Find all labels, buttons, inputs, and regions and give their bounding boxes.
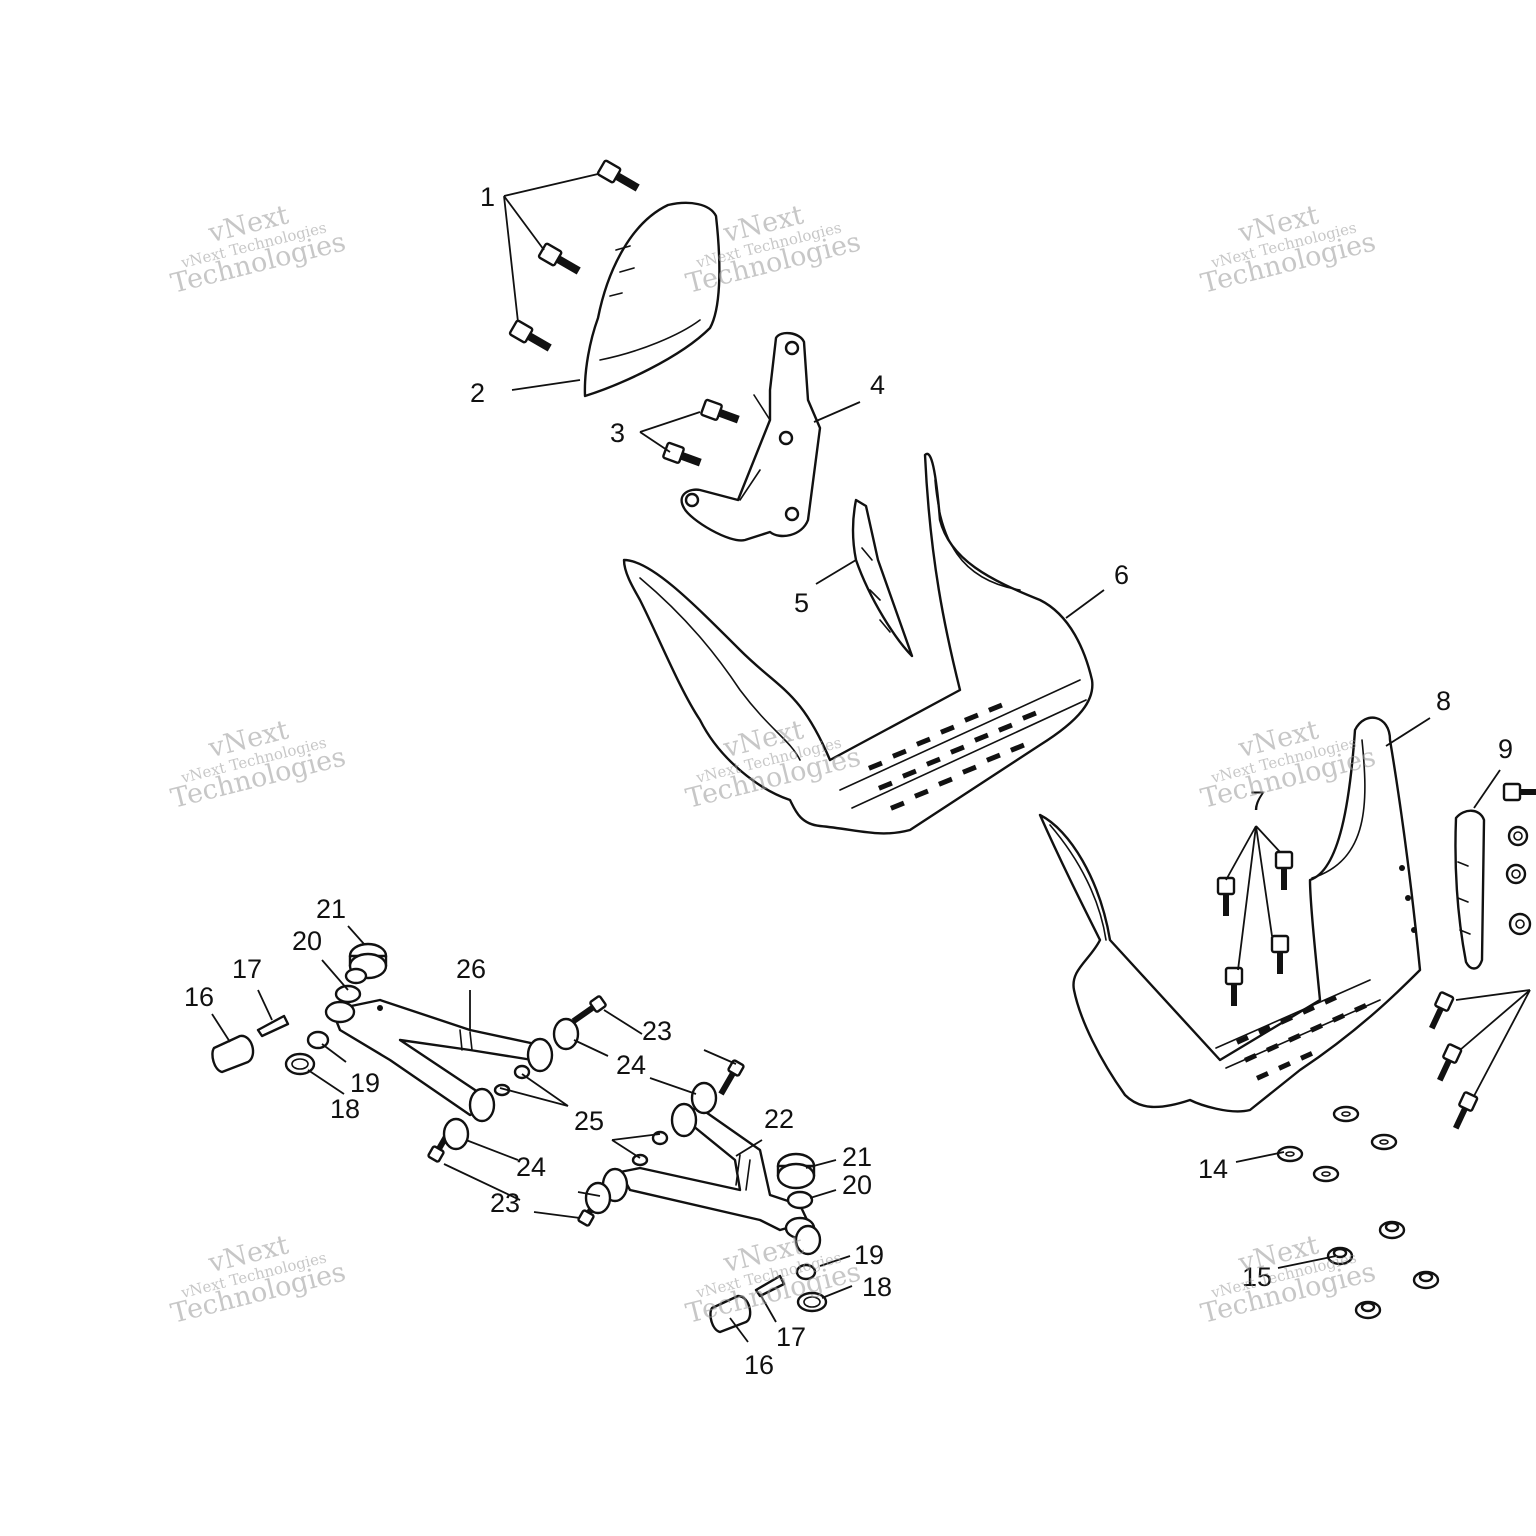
watermark: vNext vNext Technologies Technologies	[683, 1229, 864, 1329]
callout-23-upper: 23	[642, 1016, 672, 1046]
callout-5: 5	[794, 588, 809, 618]
watermark: vNext vNext Technologies Technologies	[168, 199, 349, 299]
part-26-upper-a-arm	[324, 998, 554, 1123]
side-screws	[1429, 991, 1479, 1130]
callout-25: 25	[574, 1106, 604, 1136]
callout-9: 9	[1498, 734, 1513, 764]
lower-right-hardware	[709, 1152, 828, 1334]
part-2-panel	[583, 201, 721, 398]
part-15-nuts	[1326, 1220, 1440, 1320]
callout-7: 7	[1250, 786, 1265, 816]
callout-1: 1	[480, 182, 495, 212]
part-14-washers	[1276, 1105, 1398, 1183]
callout-24-lower: 24	[516, 1152, 546, 1182]
callout-16-upper: 16	[184, 982, 214, 1012]
part-5-decal	[851, 498, 914, 658]
callout-26: 26	[456, 954, 486, 984]
watermark: vNext vNext Technologies Technologies	[1198, 199, 1379, 299]
footwell-right-tread	[1236, 995, 1367, 1081]
callout-17-lower: 17	[776, 1322, 806, 1352]
callout-2: 2	[470, 378, 485, 408]
part-3-bolts	[662, 398, 740, 467]
callout-18-upper: 18	[330, 1094, 360, 1124]
callout-20-lower: 20	[842, 1170, 872, 1200]
callout-14: 14	[1198, 1154, 1228, 1184]
callout-21-lower: 21	[842, 1142, 872, 1172]
part-7-screws	[1216, 850, 1294, 1006]
callout-3: 3	[610, 418, 625, 448]
callout-15: 15	[1242, 1262, 1272, 1292]
part-1-bolts	[508, 159, 640, 352]
callout-24-upper: 24	[616, 1050, 646, 1080]
callout-23-lower: 23	[490, 1188, 520, 1218]
callout-20-upper: 20	[292, 926, 322, 956]
watermark: vNext vNext Technologies Technologies	[1198, 1229, 1379, 1329]
callout-18-lower: 18	[862, 1272, 892, 1302]
part-6-footwell-left	[622, 452, 1094, 835]
part-4-bracket	[680, 331, 822, 542]
part-9-side-trim	[1454, 782, 1536, 970]
callout-8: 8	[1436, 686, 1451, 716]
part-8-footwell-right	[1038, 716, 1422, 1113]
callout-17-upper: 17	[232, 954, 262, 984]
callout-6: 6	[1114, 560, 1129, 590]
leader-lines	[211, 173, 1531, 1343]
arm-bolts-bushings	[427, 995, 745, 1227]
upper-left-hardware	[211, 942, 388, 1076]
callout-19-lower: 19	[854, 1240, 884, 1270]
callout-22: 22	[764, 1104, 794, 1134]
callout-4: 4	[870, 370, 885, 400]
callout-19-upper: 19	[350, 1068, 380, 1098]
callout-labels: 1 2 3 4 5 6 7 8 9 14 15 16 17 18 19 20 2…	[184, 182, 1513, 1380]
callout-21-upper: 21	[316, 894, 346, 924]
footwell-left-tread	[868, 702, 1037, 811]
callout-16-lower: 16	[744, 1350, 774, 1380]
watermarks: vNext vNext Technologies Technologies vN…	[168, 199, 1379, 1329]
watermark: vNext vNext Technologies Technologies	[168, 714, 349, 814]
watermark: vNext vNext Technologies Technologies	[168, 1229, 349, 1329]
